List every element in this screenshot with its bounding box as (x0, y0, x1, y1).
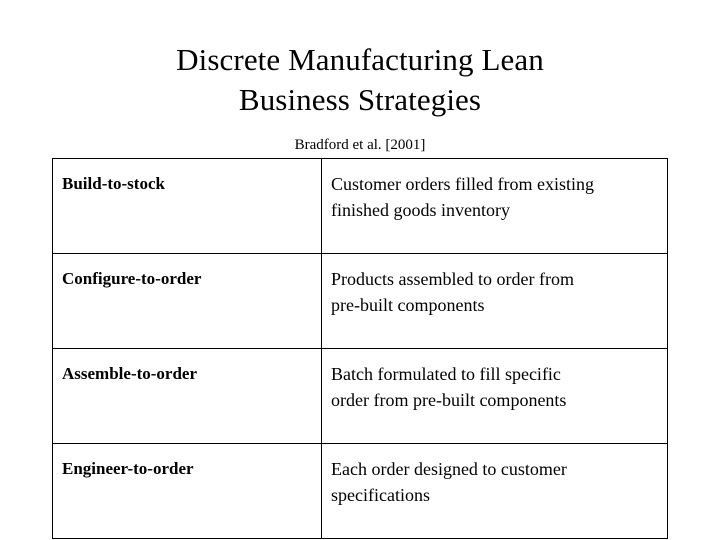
description-line: Each order designed to customer (331, 459, 567, 479)
title-line-2: Business Strategies (238, 82, 482, 117)
description-line: order from pre-built components (331, 390, 567, 410)
strategy-term: Configure-to-order (52, 253, 322, 349)
table-row: Build-to-stock Customer orders filled fr… (52, 158, 668, 254)
strategy-term: Build-to-stock (52, 158, 322, 254)
strategy-term: Engineer-to-order (52, 443, 322, 539)
table-row: Engineer-to-order Each order designed to… (52, 443, 668, 539)
description-line: finished goods inventory (331, 200, 510, 220)
table-row: Configure-to-order Products assembled to… (52, 253, 668, 349)
title-line-1: Discrete Manufacturing Lean (176, 42, 544, 77)
citation: Bradford et al. [2001] (294, 137, 426, 153)
strategies-table: Build-to-stock Customer orders filled fr… (52, 158, 668, 539)
description-line: pre-built components (331, 295, 485, 315)
strategy-description: Customer orders filled from existing fin… (321, 158, 668, 254)
strategies-table-wrapper: Build-to-stock Customer orders filled fr… (52, 158, 668, 539)
description-line: Customer orders filled from existing (331, 174, 594, 194)
description-line: specifications (331, 485, 430, 505)
strategy-description: Batch formulated to fill specific order … (321, 348, 668, 444)
strategy-description: Products assembled to order from pre-bui… (321, 253, 668, 349)
page-title: Discrete Manufacturing Lean Business Str… (0, 0, 720, 120)
strategy-term: Assemble-to-order (52, 348, 322, 444)
description-line: Batch formulated to fill specific (331, 364, 561, 384)
description-line: Products assembled to order from (331, 269, 574, 289)
strategy-description: Each order designed to customer specific… (321, 443, 668, 539)
table-row: Assemble-to-order Batch formulated to fi… (52, 348, 668, 444)
